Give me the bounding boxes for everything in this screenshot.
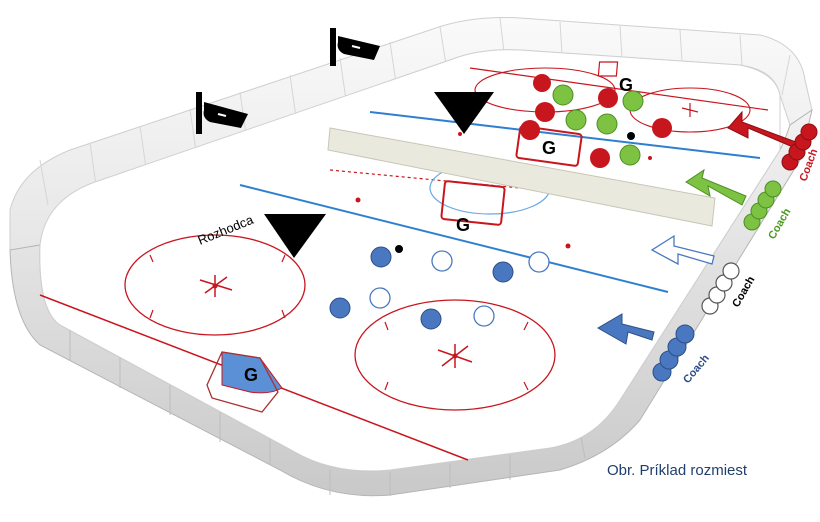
blue-line-far xyxy=(369,111,761,159)
blue-line-near xyxy=(239,184,669,293)
goalie-label-box: G xyxy=(542,138,556,158)
coach-label-green: Coach xyxy=(766,206,793,241)
puck xyxy=(395,245,403,253)
arrow-icon xyxy=(685,168,747,206)
referee-triangle-icon xyxy=(434,92,494,134)
arrow-icon xyxy=(727,110,802,151)
players-bench xyxy=(327,127,716,227)
goalie-label-far: G xyxy=(619,75,633,95)
goal-box-far xyxy=(515,125,583,167)
referee-triangle-icon xyxy=(264,214,326,258)
figure-caption: Obr. Príklad rozmiest xyxy=(607,462,748,479)
goal-box-neutral xyxy=(440,180,506,226)
center-red-line xyxy=(329,169,701,206)
green-team-players xyxy=(552,84,644,166)
board-panels xyxy=(69,330,586,496)
puck xyxy=(627,132,635,140)
faceoff-circle-right xyxy=(354,299,556,411)
coach-group-white xyxy=(701,262,740,315)
goal-crease-near xyxy=(206,351,283,413)
faceoff-circle-left xyxy=(124,234,306,336)
coach-group-blue xyxy=(652,324,695,382)
goalie-label-near: G xyxy=(244,365,258,385)
coach-group-red xyxy=(781,123,818,171)
arrow-icon xyxy=(650,234,715,266)
white-team-players xyxy=(369,250,550,327)
coach-label-white: Coach xyxy=(730,274,757,309)
camera-icon xyxy=(196,92,248,134)
goalie-label-center: G xyxy=(456,215,470,235)
red-team-players xyxy=(520,74,672,168)
coach-label-blue: Coach xyxy=(681,352,712,386)
camera-icon xyxy=(330,28,380,66)
goal-line-far xyxy=(469,67,769,111)
ice-surface xyxy=(39,49,781,472)
coach-group-green xyxy=(743,180,782,231)
arrow-icon xyxy=(597,313,655,345)
goal-net-far xyxy=(597,61,619,77)
blue-team-players xyxy=(329,246,514,330)
